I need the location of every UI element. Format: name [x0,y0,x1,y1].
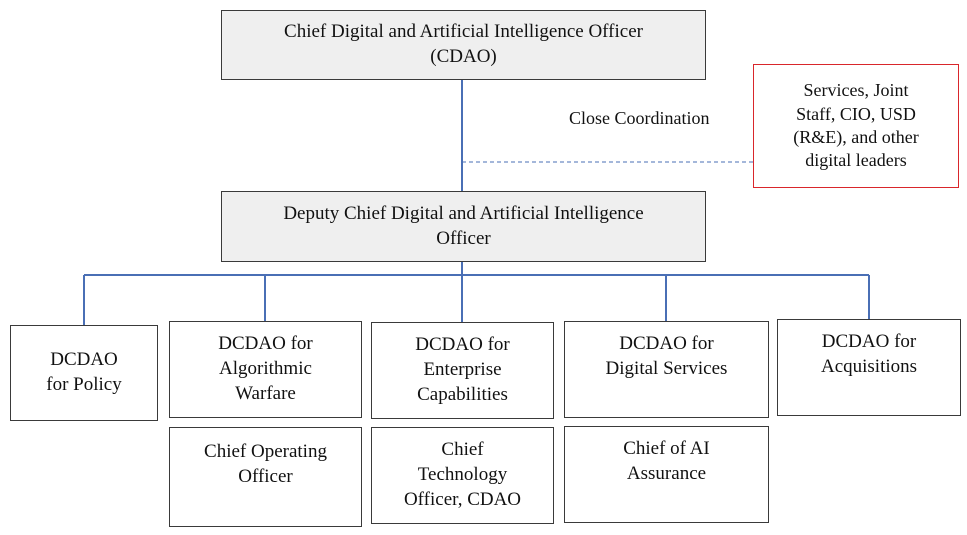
chief-operating-officer-box: Chief Operating Officer [169,427,362,527]
dcdao-policy-label: DCDAO for Policy [46,349,122,395]
partners-label: Services, Joint Staff, CIO, USD (R&E), a… [793,80,919,171]
chief-technology-officer-label: Chief Technology Officer, CDAO [403,439,522,510]
dcdao-digital-services-label: DCDAO for Digital Services [605,333,728,379]
dcdao-policy-box: DCDAO for Policy [10,325,158,421]
deputy-cdao-label: Deputy Chief Digital and Artificial Inte… [283,202,644,249]
dcdao-algorithmic-warfare-box: DCDAO for Algorithmic Warfare [169,321,362,418]
partners-box: Services, Joint Staff, CIO, USD (R&E), a… [753,64,959,188]
cdao-box: Chief Digital and Artificial Intelligenc… [221,10,706,80]
cdao-label: Chief Digital and Artificial Intelligenc… [284,21,643,67]
dcdao-enterprise-capabilities-box: DCDAO for Enterprise Capabilities [371,322,554,419]
dcdao-digital-services-box: DCDAO for Digital Services [564,321,769,418]
chief-ai-assurance-label: Chief of AI Assurance [623,438,710,484]
deputy-cdao-box: Deputy Chief Digital and Artificial Inte… [221,191,706,262]
dcdao-algorithmic-warfare-label: DCDAO for Algorithmic Warfare [218,333,313,404]
chief-operating-officer-label: Chief Operating Officer [204,441,327,487]
dcdao-acquisitions-label: DCDAO for Acquisitions [820,331,918,377]
chief-ai-assurance-box: Chief of AI Assurance [564,426,769,523]
close-coordination-label: Close Coordination [569,108,710,128]
dcdao-acquisitions-box: DCDAO for Acquisitions [777,319,961,416]
chief-technology-officer-box: Chief Technology Officer, CDAO [371,427,554,524]
dcdao-enterprise-capabilities-label: DCDAO for Enterprise Capabilities [415,334,510,405]
